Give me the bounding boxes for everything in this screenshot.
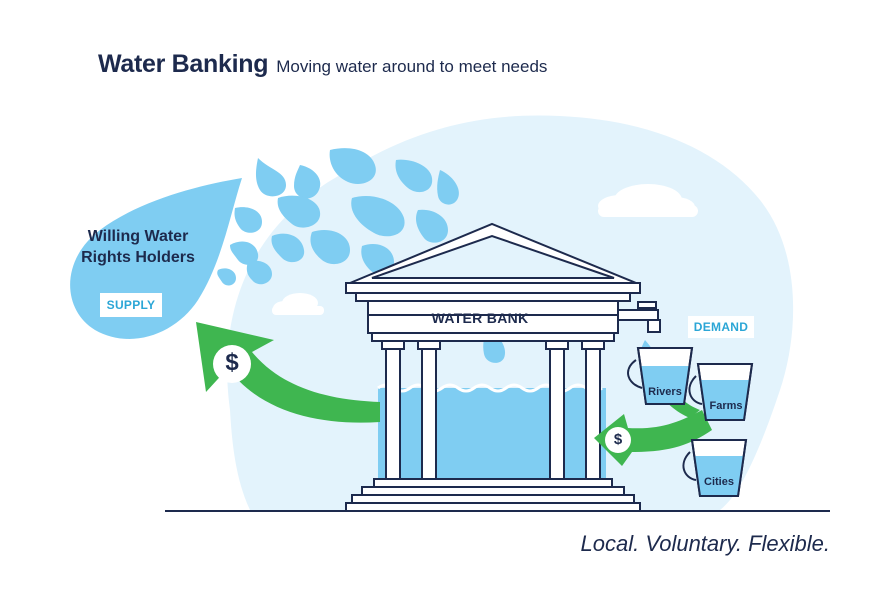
dollar-icon — [605, 427, 631, 453]
cloud-icon — [272, 293, 324, 315]
water-bank-label: WATER BANK — [431, 310, 529, 326]
demand-badge: DEMAND — [688, 316, 754, 338]
faucet-icon — [617, 301, 661, 333]
dollar-sign-demand: $ — [613, 431, 623, 448]
tagline: Local. Voluntary. Flexible. — [580, 531, 830, 556]
payment-arrow-to-bank — [594, 410, 712, 466]
cloud-icon — [598, 184, 698, 217]
header: Water Banking Moving water around to mee… — [98, 50, 547, 79]
bucket-label-rivers: Rivers — [648, 386, 682, 398]
bank-water — [378, 388, 606, 484]
water-bank-building — [345, 222, 641, 512]
supply-label: Willing Water Rights Holders — [81, 228, 195, 266]
dollar-icon — [213, 345, 251, 383]
dollar-sign-supply: $ — [225, 349, 239, 376]
supply-badge: SUPPLY — [100, 293, 162, 317]
page-title: Water Banking — [98, 50, 269, 78]
page-subtitle: Moving water around to meet needs — [276, 57, 548, 76]
bucket-label-farms: Farms — [709, 400, 743, 412]
bucket-rivers — [627, 347, 694, 405]
bucket-cities — [682, 439, 748, 497]
bucket-farms — [688, 363, 754, 421]
bucket-label-cities: Cities — [704, 476, 734, 488]
payment-arrow-to-supply — [196, 322, 380, 423]
